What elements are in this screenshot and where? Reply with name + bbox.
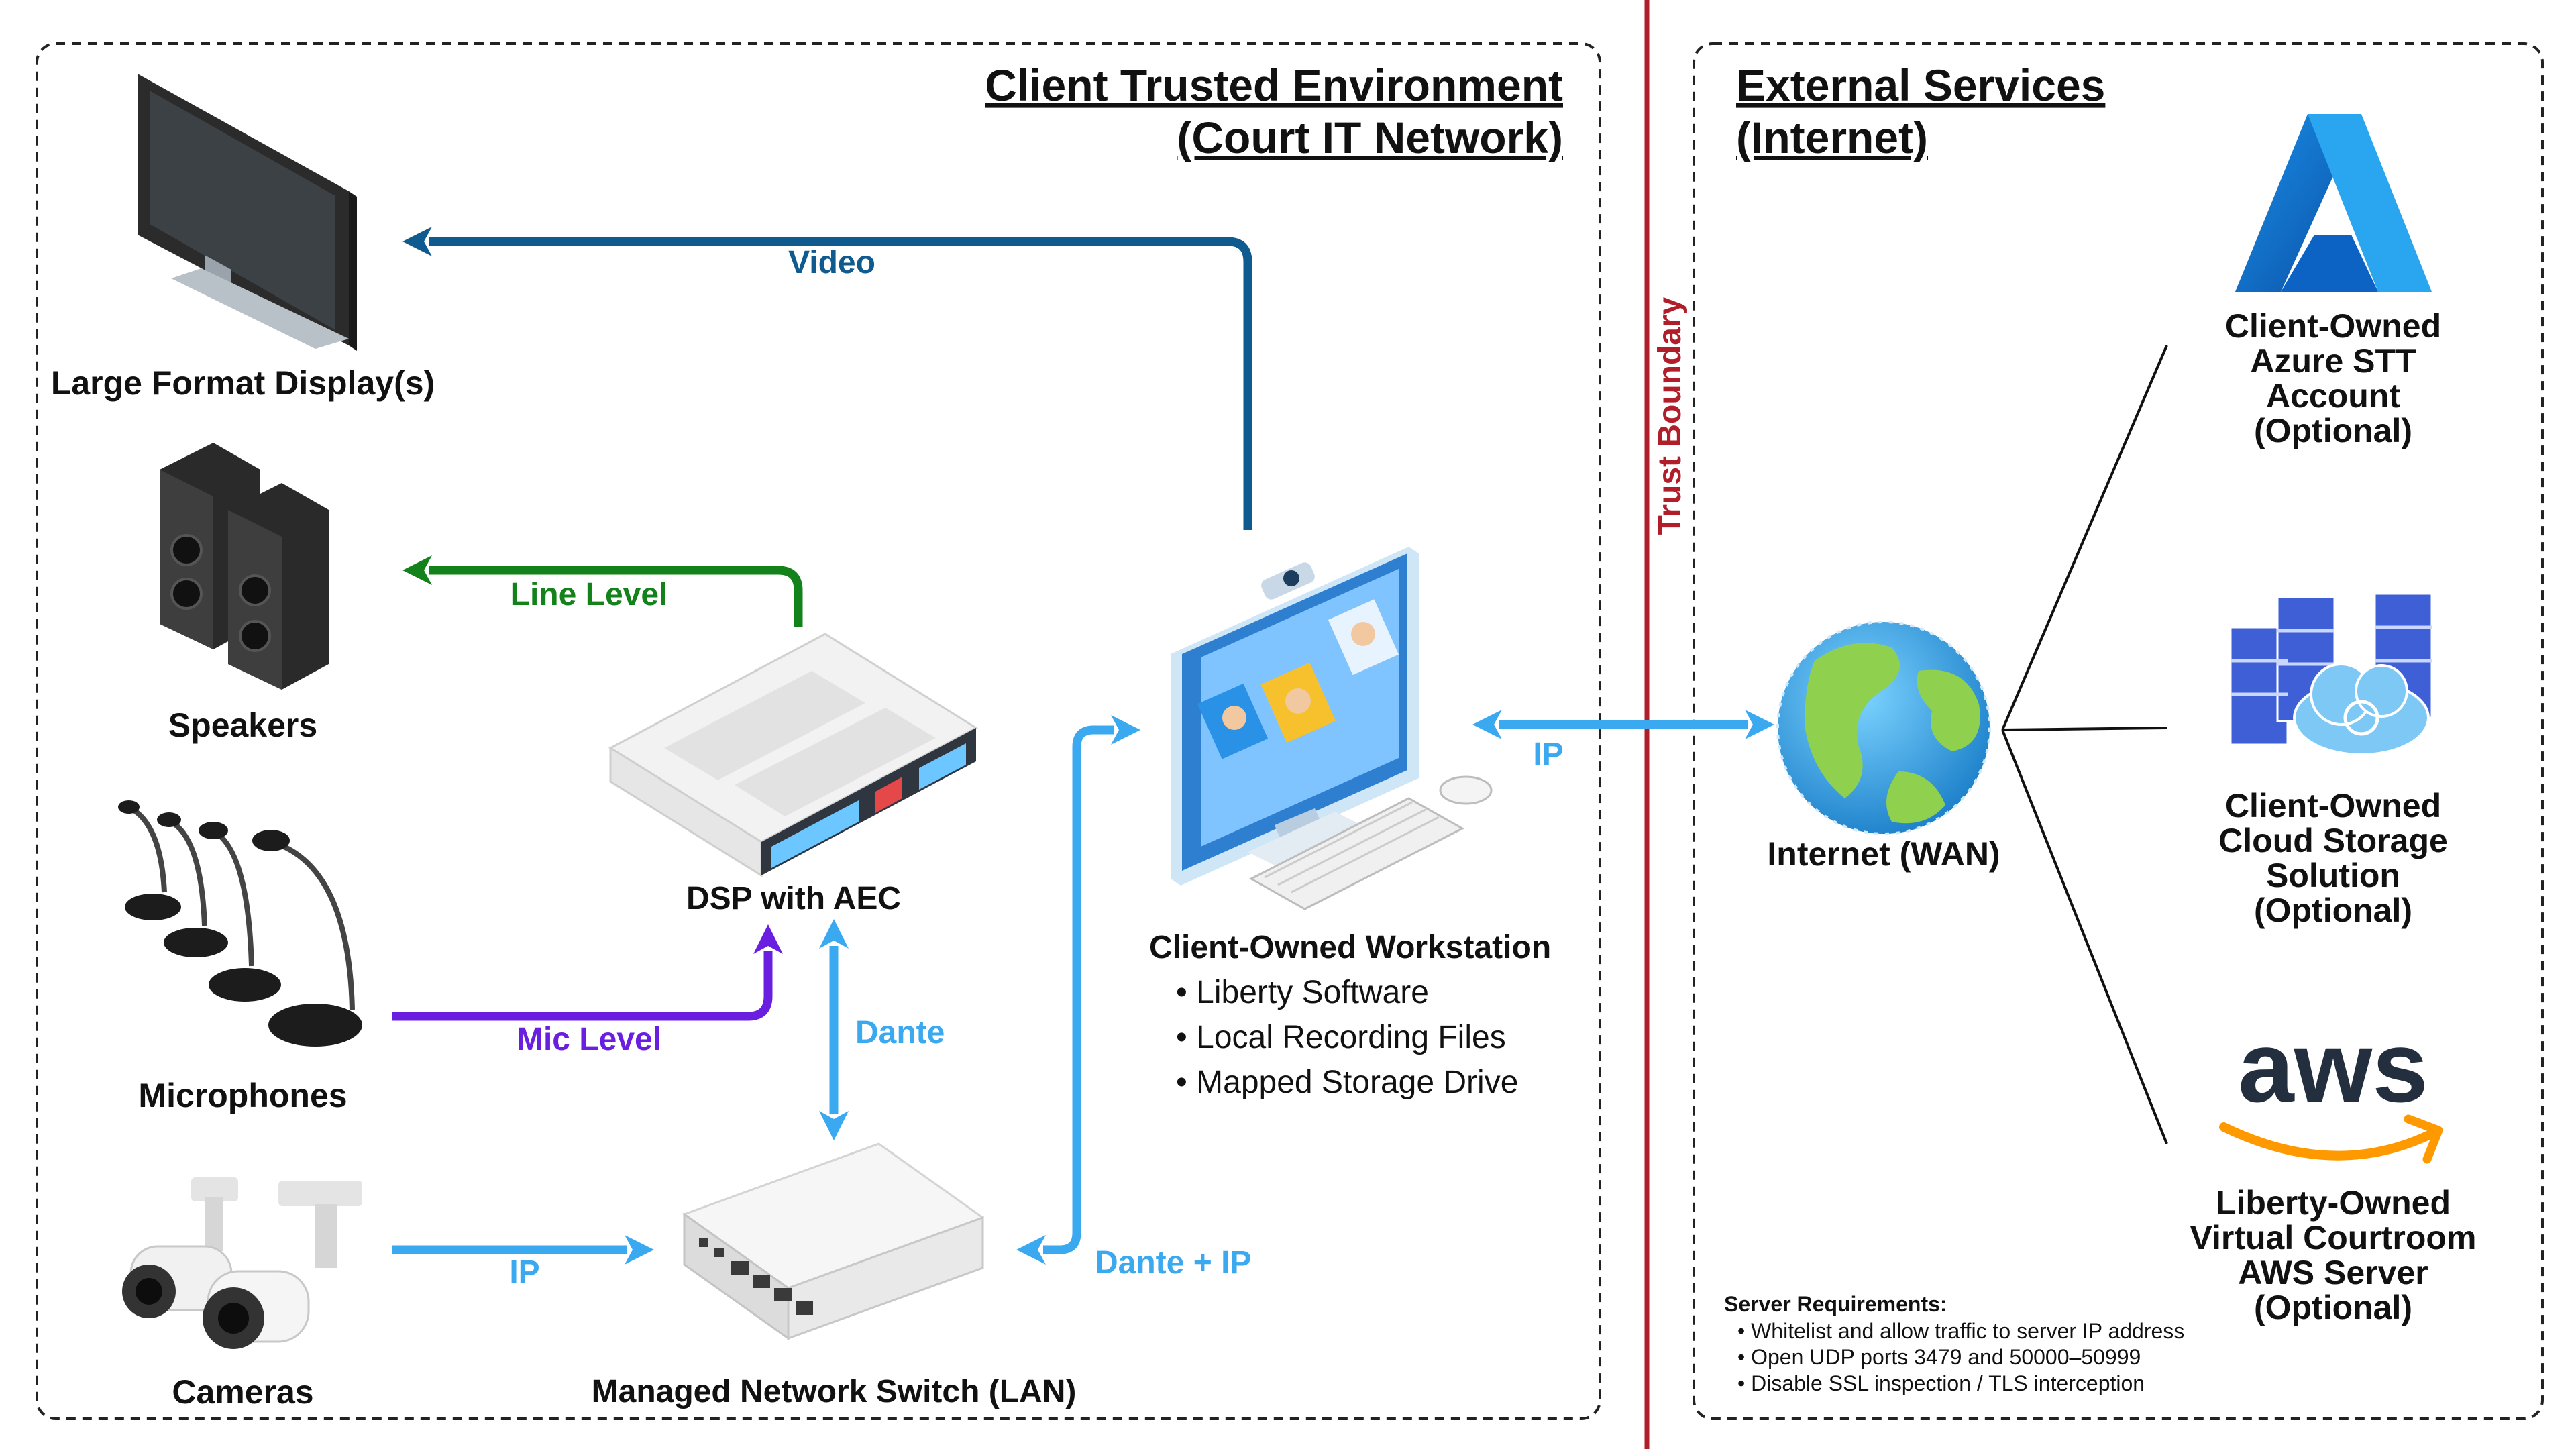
trust-boundary-label: Trust Boundary	[1652, 297, 1688, 535]
workstation-bullet-3: • Mapped Storage Drive	[1176, 1065, 1518, 1100]
azure-logo-icon	[2235, 114, 2432, 292]
aws-line-2: Virtual Courtroom	[2190, 1219, 2477, 1256]
video-label: Video	[788, 245, 875, 280]
microphones-icon	[118, 800, 362, 1046]
workstation-bullets: • Liberty Software • Local Recording Fil…	[1176, 975, 1518, 1100]
cameras-icon	[122, 1177, 362, 1349]
storage-line-2: Cloud Storage	[2218, 822, 2448, 859]
microphones-label: Microphones	[138, 1077, 347, 1114]
camera-ip-label: IP	[509, 1254, 539, 1290]
wan-ip-label: IP	[1533, 737, 1563, 772]
azure-line-1: Client-Owned	[2225, 307, 2441, 345]
aws-line-4: (Optional)	[2254, 1289, 2412, 1326]
client-zone-title-2: (Court IT Network)	[1177, 113, 1563, 162]
cloud-storage-icon	[2229, 592, 2433, 756]
dante-ip-label: Dante + IP	[1095, 1245, 1251, 1281]
server-requirements-title: Server Requirements:	[1724, 1292, 1947, 1316]
switch-label: Managed Network Switch (LAN)	[592, 1374, 1077, 1409]
line-level-label: Line Level	[511, 577, 668, 612]
workstation-bullet-1: • Liberty Software	[1176, 975, 1429, 1010]
server-requirement-2: • Open UDP ports 3479 and 50000–50999	[1737, 1345, 2141, 1369]
mic-level-connection	[392, 924, 783, 1021]
aws-line-3: AWS Server	[2238, 1254, 2428, 1291]
internet-to-aws-line	[2001, 729, 2168, 1144]
globe-icon	[1776, 621, 1991, 835]
external-zone-box	[1693, 42, 2544, 1420]
line-level-connection	[402, 555, 803, 627]
external-zone-title-1: External Services	[1736, 60, 2105, 110]
workstation-label: Client-Owned Workstation	[1149, 930, 1551, 965]
azure-line-3: Account	[2266, 377, 2400, 415]
monitor-icon	[138, 74, 357, 351]
workstation-bullet-2: • Local Recording Files	[1176, 1020, 1506, 1055]
aws-logo-text: aws	[2238, 1010, 2428, 1123]
internet-to-azure-line	[2001, 345, 2168, 731]
aws-logo-icon: aws	[2219, 1010, 2443, 1164]
speakers-label: Speakers	[168, 706, 317, 744]
dante-label: Dante	[855, 1015, 945, 1051]
dsp-rack-icon	[608, 633, 979, 877]
network-switch-icon	[682, 1142, 985, 1340]
dsp-label: DSP with AEC	[686, 881, 901, 916]
storage-line-1: Client-Owned	[2225, 787, 2441, 824]
display-label: Large Format Display(s)	[51, 364, 435, 402]
aws-line-1: Liberty-Owned	[2216, 1184, 2451, 1222]
workstation-icon	[1171, 547, 1493, 910]
video-connection	[402, 227, 1252, 530]
cameras-label: Cameras	[172, 1373, 313, 1411]
client-zone-title-1: Client Trusted Environment	[985, 60, 1563, 110]
speakers-icon	[160, 443, 329, 690]
mic-level-label: Mic Level	[517, 1022, 661, 1057]
server-requirement-1: • Whitelist and allow traffic to server …	[1737, 1319, 2184, 1343]
internet-to-storage-line	[2002, 727, 2167, 731]
azure-line-2: Azure STT	[2250, 342, 2416, 380]
azure-line-4: (Optional)	[2254, 412, 2412, 449]
external-zone-title-2: (Internet)	[1736, 113, 1928, 162]
storage-line-3: Solution	[2266, 857, 2400, 894]
server-requirement-3: • Disable SSL inspection / TLS intercept…	[1737, 1371, 2145, 1395]
storage-line-4: (Optional)	[2254, 892, 2412, 929]
server-requirements: Server Requirements: • Whitelist and all…	[1724, 1292, 2184, 1395]
dante-ip-connection	[1016, 715, 1140, 1265]
internet-label: Internet (WAN)	[1767, 835, 2000, 873]
